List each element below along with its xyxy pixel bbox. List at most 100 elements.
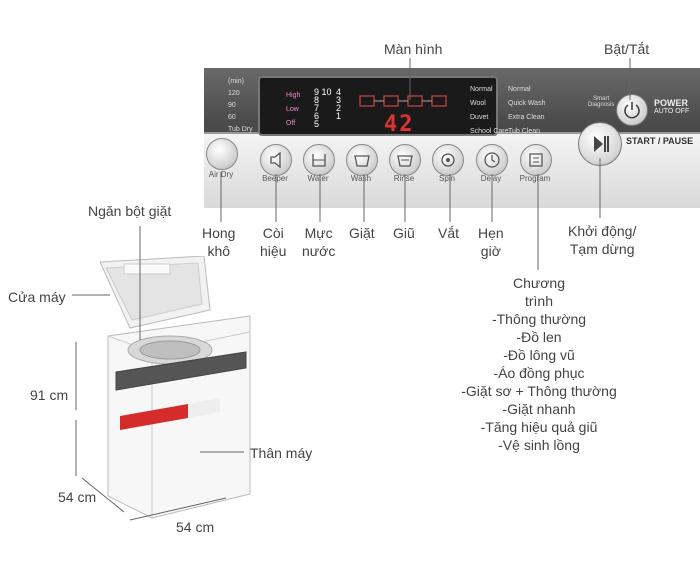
program-uniform: -Áo đồng phục	[493, 365, 585, 381]
clock-icon	[484, 152, 500, 168]
program-list: Chương trình -Thông thường -Đồ len -Đồ l…	[444, 274, 634, 454]
time-90: 90	[228, 102, 236, 109]
power-label: POWER	[654, 98, 689, 108]
water-numbers-2: 4 3 2 1	[336, 87, 342, 121]
smart-diagnosis: Smart Diagnosis	[588, 96, 614, 108]
rinse-icon	[397, 155, 413, 167]
rinse-button[interactable]	[389, 144, 421, 176]
program-rinse-plus: -Tăng hiệu quả giũ	[480, 419, 598, 435]
course-school-care: School Care	[470, 128, 509, 135]
course-duvet: Duvet	[470, 114, 489, 121]
spin-button[interactable]	[432, 144, 464, 176]
wash-icon	[354, 155, 370, 167]
program-quick: -Giặt nhanh	[502, 401, 576, 417]
beeper-line1: Còi	[262, 225, 284, 241]
wash-label: Wash	[350, 174, 372, 183]
callout-body: Thân máy	[250, 445, 313, 461]
dimension-depth: 54 cm	[58, 489, 97, 505]
delay-line1: Hẹn	[478, 225, 504, 241]
washing-machine	[100, 256, 251, 519]
num-8: 8	[314, 95, 320, 105]
num-6: 6	[314, 111, 320, 121]
program-title-2: trình	[524, 293, 553, 309]
num-5: 5	[314, 119, 320, 129]
program-tub-clean: -Vệ sinh lồng	[498, 437, 580, 453]
callout-beeper: Còi hiệu	[260, 224, 286, 260]
program-title-1: Chương	[512, 275, 566, 291]
time-column: (min) 120 90 60 Tub Dry	[228, 78, 253, 134]
time-60: 60	[228, 114, 236, 121]
beeper-label: Beeper	[262, 174, 288, 183]
num-7: 7	[314, 103, 320, 113]
callout-air-dry: Hong khô	[202, 224, 235, 260]
callout-display: Màn hình	[384, 41, 443, 57]
callout-water: Mực nước	[302, 224, 335, 260]
delay-line2: giờ	[480, 243, 501, 259]
water-button[interactable]	[303, 144, 335, 176]
speaker-icon	[270, 151, 281, 169]
water-level-icon	[312, 154, 326, 167]
display-screen	[258, 76, 498, 136]
power-button[interactable]	[616, 94, 648, 126]
spin-label: Spin	[438, 174, 455, 183]
time-120: 120	[228, 90, 240, 97]
course-wool: Wool	[470, 100, 486, 107]
program-duvet: -Đồ lông vũ	[503, 347, 575, 363]
delay-label: Delay	[480, 174, 502, 183]
course-tub-clean: Tub Clean	[508, 128, 541, 135]
callout-spin: Vắt	[438, 225, 460, 241]
air-dry-line2: khô	[207, 243, 231, 259]
num-4: 4	[336, 87, 342, 97]
power-icon	[624, 102, 640, 119]
time-tub-dry: Tub Dry	[228, 126, 253, 133]
dimension-width: 54 cm	[176, 519, 215, 535]
callout-lid: Cửa máy	[8, 289, 66, 305]
auto-off-label: AUTO OFF	[654, 108, 690, 115]
num-9: 9	[314, 87, 320, 97]
callout-power: Bật/Tắt	[604, 41, 650, 57]
course-column-2: Normal Quick Wash Extra Clean Tub Clean	[508, 86, 545, 136]
program-button[interactable]	[520, 144, 552, 176]
course-normal-2: Normal	[508, 86, 531, 93]
level-high: High	[286, 92, 301, 99]
num-10: 10	[321, 87, 332, 97]
start-pause-text: START / PAUSE	[626, 136, 694, 146]
start-pause-line2: Tạm dừng	[569, 241, 635, 257]
callout-delay: Hẹn giờ	[478, 224, 504, 260]
num-2: 2	[336, 103, 342, 113]
level-column: High Low Off	[286, 92, 300, 128]
time-min: (min)	[228, 78, 244, 85]
wash-button[interactable]	[346, 144, 378, 176]
display-digits: 42	[384, 112, 415, 137]
water-line2: nước	[302, 243, 336, 259]
level-low: Low	[286, 106, 299, 113]
course-normal: Normal	[470, 86, 493, 93]
rinse-label: Rinse	[393, 174, 415, 183]
course-column-1: Normal Wool Duvet School Care	[470, 86, 509, 136]
play-pause-icon	[594, 136, 609, 152]
course-extra-clean: Extra Clean	[508, 114, 545, 121]
callout-wash: Giặt	[349, 225, 375, 241]
cycle-indicator	[359, 95, 447, 107]
program-icon	[529, 153, 543, 167]
air-dry-line1: Hong	[202, 225, 236, 241]
num-3: 3	[336, 95, 342, 105]
callout-detergent: Ngăn bột giặt	[88, 203, 172, 219]
dimension-height: 91 cm	[30, 387, 69, 403]
water-line1: Mực	[304, 225, 333, 241]
course-quick-wash: Quick Wash	[508, 100, 546, 107]
diagnosis-label: Diagnosis	[588, 102, 615, 108]
delay-button[interactable]	[476, 144, 508, 176]
program-normal: -Thông thường	[491, 311, 587, 327]
power-text: POWER AUTO OFF	[654, 98, 689, 115]
program-prewash: -Giặt sơ + Thông thường	[461, 383, 617, 399]
water-label: Water	[307, 174, 329, 183]
program-label: Program	[519, 174, 551, 183]
water-numbers: 9 10 8 7 6 5	[314, 87, 332, 129]
level-off: Off	[286, 120, 296, 127]
num-1: 1	[336, 111, 342, 121]
air-dry-button[interactable]	[206, 138, 238, 170]
callout-start-pause: Khởi động/ Tạm dừng	[568, 222, 636, 258]
callout-rinse: Giũ	[393, 225, 415, 241]
